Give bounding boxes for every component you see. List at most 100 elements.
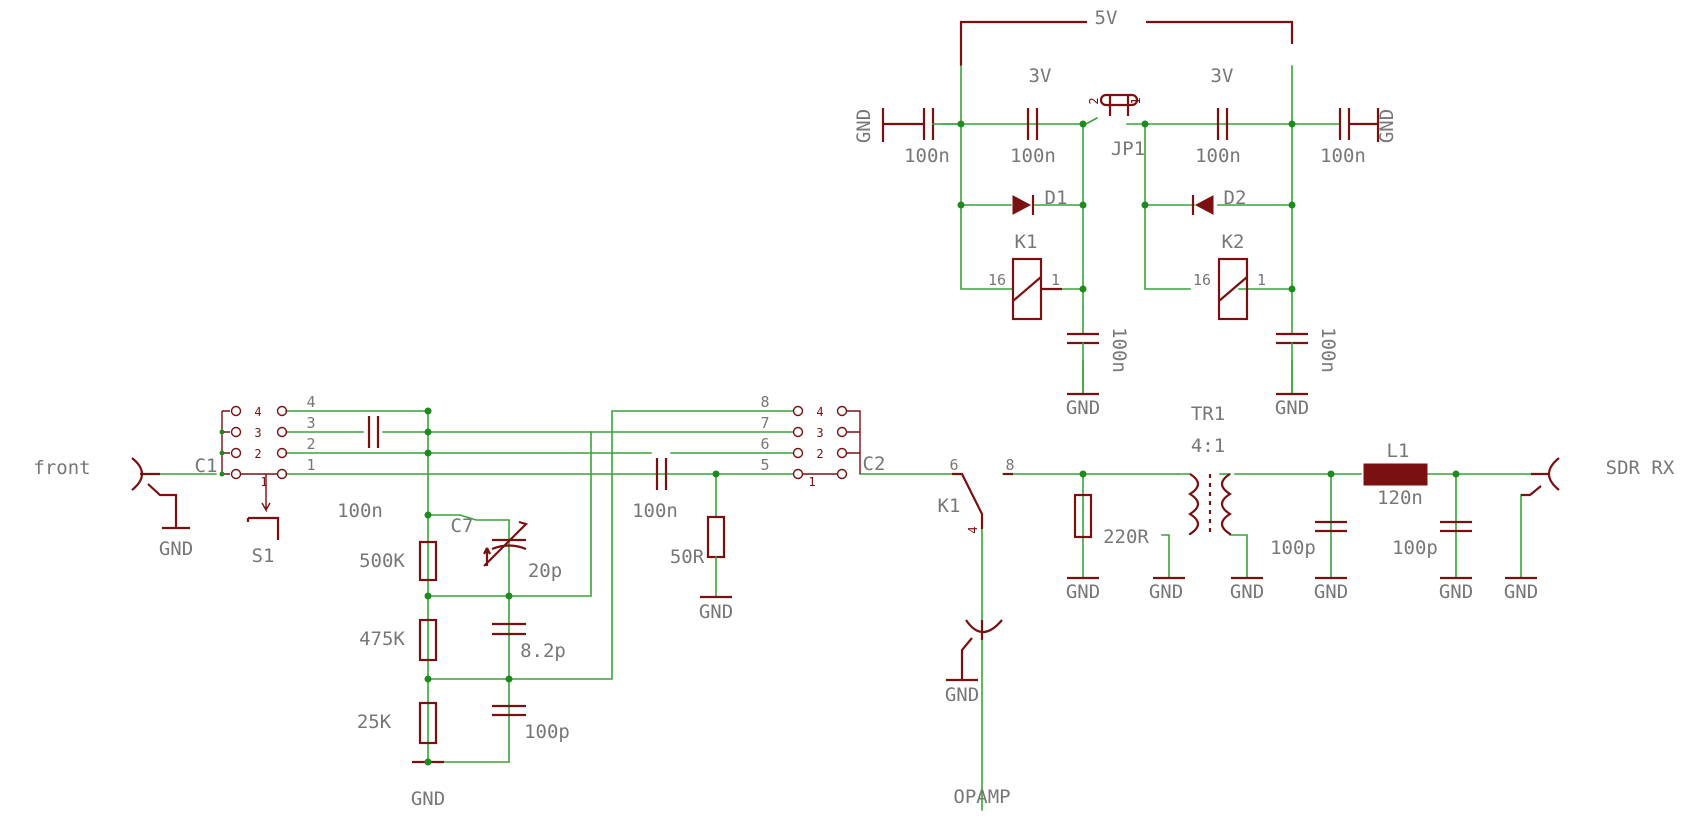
- inductor-l1: L1 120n: [1363, 440, 1428, 509]
- r-500k-value: 500K: [359, 550, 405, 572]
- c2-switch-pos4: 4: [816, 405, 823, 419]
- k1-coil-label: K1: [1015, 231, 1038, 253]
- gnd-label-r50: GND: [699, 601, 733, 623]
- tr1-label: TR1: [1191, 403, 1225, 425]
- c2-pin5: 5: [760, 456, 769, 474]
- gnd-label-k2-cap: GND: [1275, 397, 1309, 419]
- cap-100p-b-value: 100p: [1392, 537, 1438, 559]
- c1-label: C1: [195, 455, 218, 477]
- relay-coil-k1: K1 16 1: [988, 231, 1062, 321]
- cap-left-gnd: GND 100n: [853, 108, 962, 167]
- c7-label: C7: [451, 515, 474, 537]
- k1-pin8: 8: [1005, 456, 1014, 474]
- resistor-50r: 50R GND: [670, 515, 733, 623]
- cap-82p-value: 8.2p: [520, 640, 566, 662]
- s1-label: S1: [252, 545, 275, 567]
- k2-coil-label: K2: [1222, 231, 1245, 253]
- c2-switch-pos1: 1: [808, 475, 815, 489]
- c1-switch-pos2: 2: [254, 447, 261, 461]
- connector-front: front GND: [33, 457, 193, 560]
- gnd-label-tr-right: GND: [1230, 581, 1264, 603]
- l1-label: L1: [1387, 440, 1410, 462]
- diode-d2: D2: [1191, 187, 1247, 215]
- cap-k1: 100n GND: [1066, 327, 1130, 419]
- cap-100p-a-value: 100p: [1270, 537, 1316, 559]
- switch-c1: C1 4 3 2 1 4 3 2 1 S1: [195, 393, 316, 567]
- gnd-label-cap-a: GND: [1314, 581, 1348, 603]
- cap-100p-a: 100p GND: [1270, 520, 1348, 603]
- cap-right-gnd-value: 100n: [1320, 145, 1366, 167]
- c2-switch-pos3: 3: [816, 426, 823, 440]
- gnd-label-cap-b: GND: [1439, 581, 1473, 603]
- cap-k2-value: 100n: [1317, 327, 1339, 373]
- gnd-label-front: GND: [159, 538, 193, 560]
- cap-right-3v: 3V 100n: [1195, 65, 1241, 167]
- gnd-label-sdr: GND: [1504, 581, 1538, 603]
- d1-label: D1: [1045, 187, 1068, 209]
- r-50r-value: 50R: [670, 546, 705, 568]
- c1-switch-pos4: 4: [254, 405, 261, 419]
- cap-mid-value: 100n: [632, 500, 678, 522]
- cap-left-gnd-value: 100n: [904, 145, 950, 167]
- jp1-pin1: 1: [1129, 97, 1143, 104]
- connector-sdr-rx: SDR RX GND: [1504, 457, 1675, 603]
- c1-pin2: 2: [306, 435, 315, 453]
- switch-c2: 8 7 6 5 4 3 2 1 C2: [760, 393, 885, 489]
- gnd-label-right-rail: GND: [1376, 109, 1398, 143]
- k1-coil-pin1: 1: [1051, 271, 1060, 289]
- gnd-label-r220: GND: [1066, 581, 1100, 603]
- front-label: front: [33, 457, 90, 479]
- gnd-label-left-rail: GND: [853, 109, 875, 143]
- cap-c1: 100n: [337, 416, 383, 522]
- rail-3v-left-label: 3V: [1029, 65, 1052, 87]
- c1-switch-pos3: 3: [254, 426, 261, 440]
- gnd-label-tr-left: GND: [1149, 581, 1183, 603]
- tr1-ratio: 4:1: [1191, 435, 1225, 457]
- cap-100p-b: 100p GND: [1392, 520, 1473, 603]
- cap-column: C7 20p 8.2p 100p: [451, 515, 570, 743]
- cap-100p-bottom-value: 100p: [524, 721, 570, 743]
- c1-switch-pos1: 1: [260, 475, 267, 489]
- gnd-label-opamp: GND: [945, 684, 979, 706]
- c2-switch-pos2: 2: [816, 447, 823, 461]
- k1-pin6: 6: [949, 456, 958, 474]
- rail-5v-label: 5V: [1095, 7, 1118, 29]
- cap-k2: 100n GND: [1275, 327, 1339, 419]
- cap-left-3v-value: 100n: [1010, 145, 1056, 167]
- power-wires: [940, 65, 1341, 395]
- k2-coil-pin16: 16: [1193, 271, 1211, 289]
- cap-mid: 100n: [632, 458, 678, 522]
- junctions: [219, 120, 1460, 766]
- transformer-tr1: TR1 4:1 GND GND: [1149, 403, 1264, 603]
- k1-coil-pin16: 16: [988, 271, 1006, 289]
- sdr-rx-label: SDR RX: [1606, 457, 1675, 479]
- diode-d1: D1: [1012, 187, 1068, 215]
- c1-pin3: 3: [306, 414, 315, 432]
- r-475k-value: 475K: [359, 628, 405, 650]
- connector-opamp: GND OPAMP: [945, 619, 1011, 808]
- l1-value: 120n: [1377, 487, 1423, 509]
- c7-value: 20p: [528, 560, 562, 582]
- cap-left-3v: 3V 100n: [1010, 65, 1056, 167]
- jp1-label: JP1: [1111, 138, 1145, 160]
- gnd-label-ladder: GND: [411, 788, 445, 810]
- c2-pin8: 8: [760, 393, 769, 411]
- d2-label: D2: [1224, 187, 1247, 209]
- jp1-pin2: 2: [1087, 97, 1101, 104]
- resistor-ladder: 500K 475K 25K GND: [357, 540, 445, 810]
- gnd-label-k1-cap: GND: [1066, 397, 1100, 419]
- cap-k1-value: 100n: [1108, 327, 1130, 373]
- rail-5v: 5V: [959, 7, 1294, 66]
- k1-pin4: 4: [966, 526, 980, 533]
- c1-pin1: 1: [306, 456, 315, 474]
- resistor-220r: 220R GND: [1066, 493, 1149, 603]
- jumper-jp1: 2 1 JP1: [1087, 93, 1145, 160]
- k2-coil-pin1: 1: [1257, 271, 1266, 289]
- r-220r-value: 220R: [1103, 526, 1149, 548]
- opamp-label: OPAMP: [953, 786, 1010, 808]
- c2-label: C2: [863, 453, 886, 475]
- k1-contact-label: K1: [938, 495, 961, 517]
- cap-right-gnd: GND 100n: [1320, 108, 1398, 167]
- cap-c1-value: 100n: [337, 500, 383, 522]
